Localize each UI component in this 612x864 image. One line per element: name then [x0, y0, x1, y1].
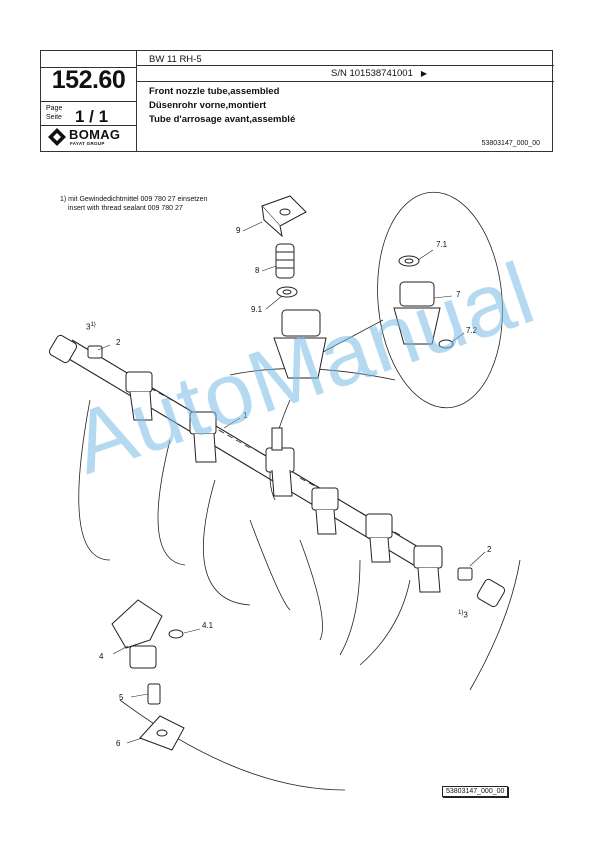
page-count: 1 / 1	[75, 107, 109, 126]
callout-8: 8	[255, 266, 260, 275]
end-cap-right	[476, 578, 506, 608]
nozzle-holder	[125, 371, 153, 421]
footnote-en: insert with thread sealant 009 780 27	[68, 205, 183, 212]
callout-6: 6	[116, 739, 121, 748]
callout-3-bottom: 1)3	[458, 610, 468, 620]
seal-ring-4-1	[168, 629, 184, 639]
detail-ellipse	[377, 191, 503, 409]
header-divider	[41, 125, 136, 126]
serial-text: S/N 101538741001	[331, 68, 413, 79]
callout-3-bottom-number: 3	[463, 610, 468, 620]
bomag-diamond-icon	[48, 128, 66, 146]
title-de: Düsenrohr vorne,montiert	[149, 100, 267, 111]
nozzle-insert-8	[275, 243, 295, 279]
background-curve	[299, 539, 323, 641]
header-divider	[41, 101, 136, 102]
header-divider	[41, 67, 136, 68]
background-curve	[339, 559, 361, 656]
callout-3-top-note: 1)	[90, 322, 96, 328]
drawing-code: 53803147_000_00	[481, 140, 540, 147]
callout-1: 1	[243, 411, 248, 420]
callout-2-bottom: 2	[487, 545, 492, 554]
seal-ring-7-2	[438, 339, 454, 349]
callout-7-2: 7.2	[466, 326, 478, 335]
callout-4: 4	[99, 652, 104, 661]
nozzle-holder-4	[111, 599, 163, 649]
background-curve	[249, 519, 291, 611]
nozzle-holder	[365, 513, 393, 563]
callout-3-bottom-note: 1)	[458, 610, 464, 616]
title-en: Front nozzle tube,assembled	[149, 86, 280, 97]
callout-7-1: 7.1	[436, 240, 448, 249]
callout-2-top: 2	[116, 338, 121, 347]
nozzle-holder-top	[281, 309, 321, 337]
nozzle-holder-7	[399, 281, 435, 307]
footnote-de: 1) mit Gewindedichtmittel 009 780 27 ein…	[60, 196, 208, 203]
hose-clamp-right	[457, 567, 473, 581]
page-label-en: Page	[46, 105, 63, 112]
footer-drawing-code: 53803147_000_00	[442, 786, 509, 797]
footnote: 1) mit Gewindedichtmittel 009 780 27 ein…	[60, 195, 207, 213]
brand-subtitle: FAYAT GROUP	[70, 141, 105, 146]
header-divider	[136, 51, 137, 151]
background-curve	[78, 399, 111, 561]
brand-name: BOMAG	[69, 127, 121, 142]
detail-leader	[322, 319, 384, 353]
callout-9: 9	[236, 226, 241, 235]
title-fr: Tube d'arrosage avant,assemblé	[149, 114, 296, 125]
background-curve	[202, 479, 251, 606]
background-curve	[119, 699, 346, 791]
header-block: 152.60 Page Seite 1 / 1 BOMAG FAYAT GROU…	[40, 50, 554, 152]
play-arrow-icon: ▶	[420, 69, 428, 78]
nozzle-5	[147, 683, 161, 705]
nozzle-holder	[189, 411, 217, 463]
callout-3-top-number: 3	[86, 322, 91, 332]
callout-5: 5	[119, 693, 124, 702]
page-number: 152.60	[51, 66, 126, 94]
hose-clamp-left	[87, 345, 103, 359]
background-curve	[359, 579, 411, 666]
nozzle-holder	[413, 545, 443, 593]
callout-3-top: 31)	[86, 322, 96, 332]
nozzle-holder	[311, 487, 339, 535]
centre-fitting	[271, 427, 283, 451]
callout-9-1: 9.1	[251, 305, 263, 314]
bomag-logo: BOMAG FAYAT GROUP	[47, 127, 131, 149]
model-name: BW 11 RH-5	[149, 54, 202, 65]
nozzle-holder	[265, 447, 295, 497]
header-divider	[136, 81, 554, 82]
callout-4-1: 4.1	[202, 621, 214, 630]
background-curve	[157, 439, 186, 566]
page-label-de: Seite	[46, 114, 62, 121]
callout-7: 7	[456, 290, 461, 299]
header-divider	[136, 65, 554, 66]
serial-number: S/N 101538741001 ▶	[331, 68, 427, 79]
background-curve	[469, 559, 521, 691]
end-cap-left	[48, 334, 78, 364]
